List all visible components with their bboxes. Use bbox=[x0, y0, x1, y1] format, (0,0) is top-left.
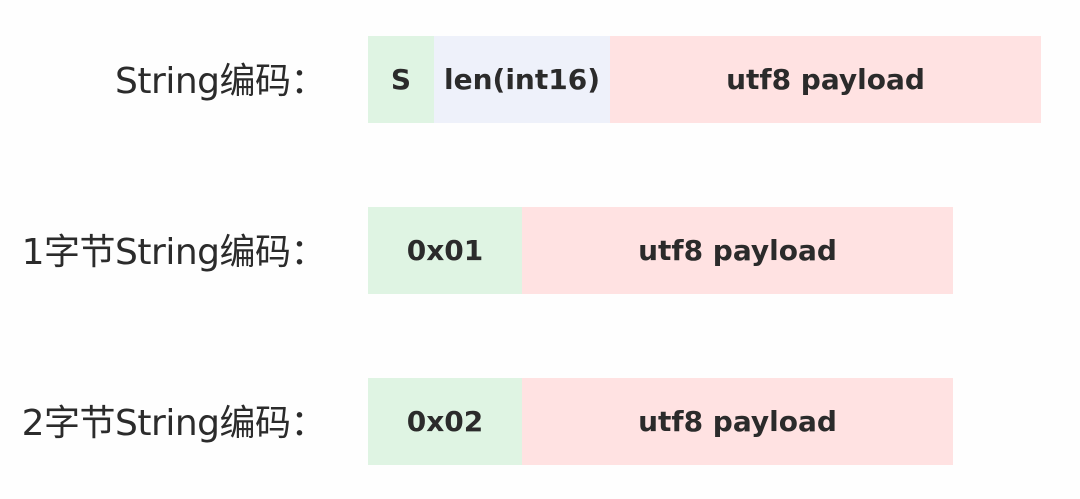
one-byte-tag-segment: 0x01 bbox=[368, 207, 522, 294]
one-byte-string-encoding-label: 1字节String编码： bbox=[21, 232, 327, 273]
two-byte-tag-segment: 0x02 bbox=[368, 378, 522, 465]
payload-segment: utf8 payload bbox=[522, 207, 953, 294]
length-segment: len(int16) bbox=[434, 36, 610, 123]
payload-segment: utf8 payload bbox=[610, 36, 1041, 123]
string-encoding-label: String编码： bbox=[115, 61, 326, 102]
type-marker-segment: S bbox=[368, 36, 434, 123]
two-byte-string-encoding-label: 2字节String编码： bbox=[21, 403, 327, 444]
payload-segment: utf8 payload bbox=[522, 378, 953, 465]
